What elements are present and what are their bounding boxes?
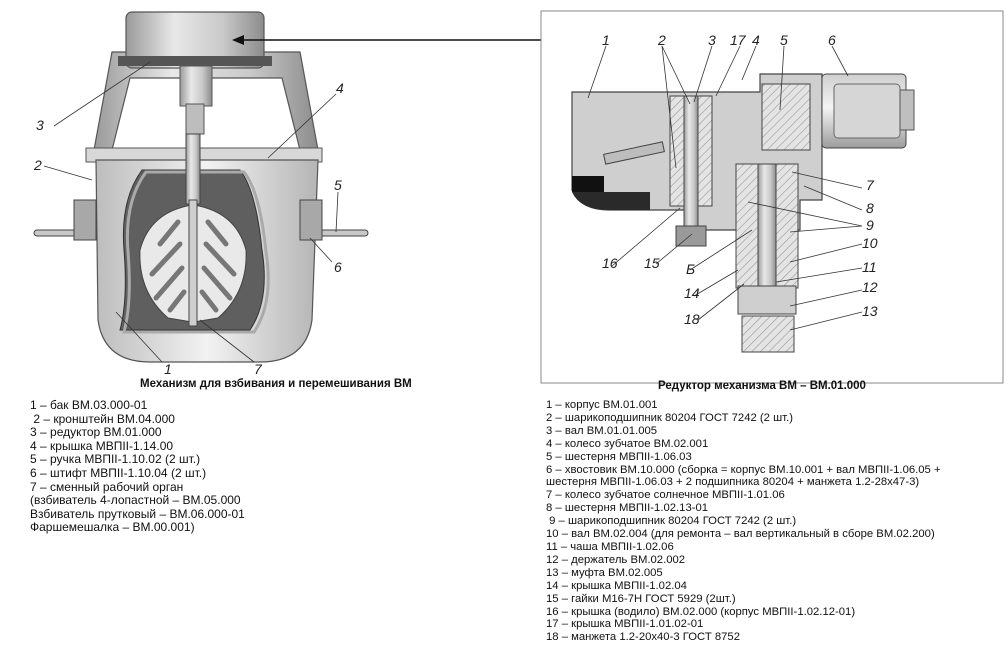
callout-r12: 12	[862, 279, 878, 295]
right-part-item: 12 – держатель ВМ.02.002	[546, 553, 686, 566]
left-part-item: 6 – штифт МВПII-1.10.04 (2 шт.)	[30, 465, 207, 480]
right-part-item: 3 – вал ВМ.01.01.005	[546, 424, 658, 437]
callout-r1: 1	[602, 32, 610, 48]
right-figure-caption: Редуктор механизма ВМ – ВМ.01.000	[658, 380, 866, 392]
right-part-item: 8 – шестерня МВПII-1.02.13-01	[546, 502, 709, 515]
callout-r14: 14	[684, 285, 700, 301]
right-part-item: 10 – вал ВМ.02.004 (для ремонта – вал ве…	[546, 528, 935, 541]
callout-2: 2	[33, 157, 42, 173]
left-part-item: 3 – редуктор ВМ.01.000	[30, 425, 162, 440]
callout-5: 5	[334, 177, 342, 193]
callout-r5: 5	[780, 32, 788, 48]
right-part-item: 14 – крышка МВПII-1.02.04	[546, 579, 687, 592]
right-caption-prefix: Редуктор механизма ВМ –	[658, 380, 810, 392]
left-parts-list: 1 – бак ВМ.03.000-01 2 – кронштейн ВМ.04…	[30, 398, 245, 535]
callout-r16: 16	[602, 255, 618, 271]
callout-r18: 18	[684, 311, 700, 327]
callout-r13: 13	[862, 303, 878, 319]
left-figure-caption: Механизм для взбивания и перемешивания В…	[140, 378, 412, 390]
callout-3: 3	[36, 117, 44, 133]
right-part-item: 16 – крышка (водило) ВМ.02.000 (корпус М…	[546, 605, 856, 618]
left-part-item: Фаршемешалка – ВМ.00.001)	[30, 520, 195, 535]
callout-r11: 11	[862, 259, 877, 275]
right-part-item: 18 – манжета 1.2-20х40-3 ГОСТ 8752	[546, 631, 740, 644]
callout-r7: 7	[866, 177, 875, 193]
callout-7: 7	[254, 361, 263, 377]
left-part-item: 7 – сменный рабочий орган	[30, 479, 184, 494]
reducer-section-drawing: 1 2 3 17 4 5 6 7 8 9 10 11 12 13 14 15 1…	[540, 10, 1004, 384]
bevel-gear	[761, 83, 811, 151]
right-part-item: 1 – корпус ВМ.01.001	[546, 399, 658, 411]
cup	[737, 285, 797, 315]
callout-r15: 15	[644, 255, 660, 271]
left-part-item: 1 – бак ВМ.03.000-01	[30, 398, 148, 412]
right-part-item: 2 – шарикоподшипник 80204 ГОСТ 7242 (2 ш…	[546, 411, 793, 424]
callout-r4: 4	[752, 32, 760, 48]
right-part-item: 5 – шестерня МВПII-1.06.03	[546, 450, 692, 463]
right-part-item: 11 – чаша МВПII-1.02.06	[546, 540, 674, 553]
right-part-item: 6 – хвостовик ВМ.10.000 (сборка = корпус…	[546, 463, 941, 476]
right-caption-code: ВМ.01.000	[809, 380, 866, 392]
callout-r6: 6	[828, 32, 836, 48]
left-part-item: 5 – ручка МВПII-1.10.02 (2 шт.)	[30, 452, 201, 467]
handles	[33, 199, 369, 241]
left-part-item: Взбиватель прутковый – ВМ.06.000-01	[30, 506, 245, 521]
callout-4: 4	[336, 80, 344, 96]
right-part-item: 7 – колесо зубчатое солнечное МВПII-1.01…	[546, 489, 785, 502]
callout-r17: 17	[730, 32, 747, 48]
right-part-item: 9 – шарикоподшипник 80204 ГОСТ 7242 (2 ш…	[546, 515, 797, 528]
right-part-item: 13 – муфта ВМ.02.005	[546, 566, 663, 579]
left-part-item: 4 – крышка МВПII-1.14.00	[30, 438, 174, 453]
callout-r9: 9	[866, 217, 874, 233]
left-part-item: (взбиватель 4-лопастной – ВМ.05.000	[30, 493, 241, 508]
callout-1: 1	[164, 361, 172, 377]
coupling	[741, 315, 795, 353]
callout-6: 6	[334, 259, 342, 275]
callout-r8: 8	[866, 200, 874, 216]
callout-r10: 10	[862, 235, 878, 251]
shaft	[185, 133, 201, 205]
mixer-mechanism-drawing: 3 2 4 5 6 1 7	[33, 11, 542, 377]
right-part-item: 4 – колесо зубчатое ВМ.02.001	[546, 437, 709, 450]
left-part-item: 2 – кронштейн ВМ.04.000	[30, 411, 175, 426]
callout-rB: Б	[686, 261, 695, 277]
callout-r2: 2	[657, 32, 666, 48]
right-part-item: 15 – гайки М16-7Н ГОСТ 5929 (2шт.)	[546, 592, 736, 605]
right-parts-list: 1 – корпус ВМ.01.001 2 – шарикоподшипник…	[546, 399, 941, 644]
right-part-item: шестерня МВПII-1.06.03 + 2 подшипника 80…	[546, 476, 920, 489]
beater-blades	[139, 199, 247, 327]
right-part-item: 17 – крышка МВПII-1.01.02-01	[546, 618, 704, 631]
callout-r3: 3	[708, 32, 716, 48]
